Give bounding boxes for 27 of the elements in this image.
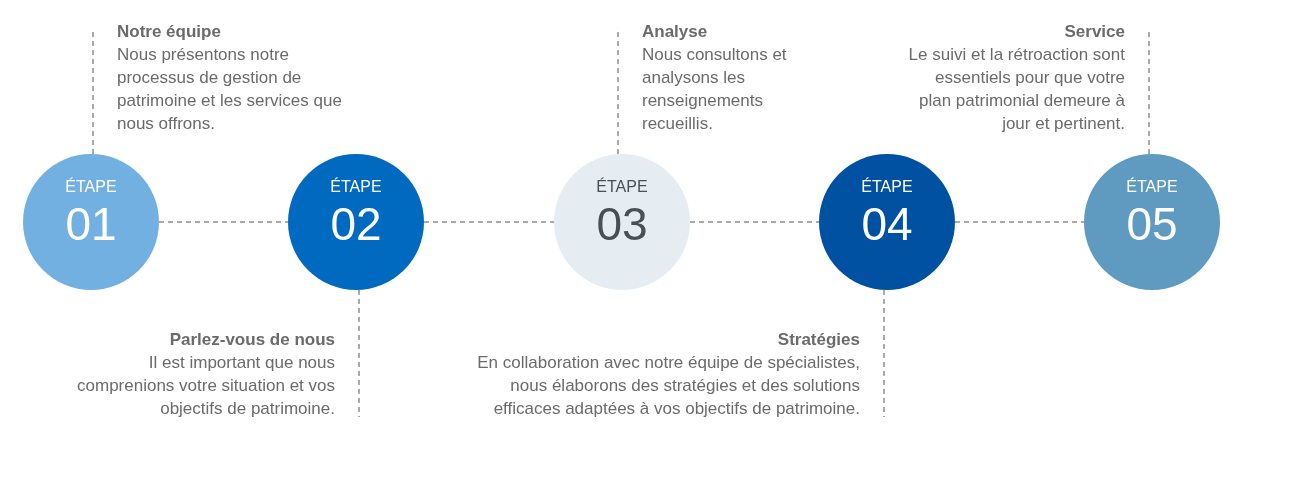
- leader-line: [1148, 29, 1150, 155]
- step-description: Nous consultons et analysons les renseignements recueillis.: [642, 44, 788, 135]
- step-number: 01: [65, 200, 117, 248]
- step-heading: Analyse: [642, 21, 708, 43]
- step-number: 04: [861, 200, 913, 248]
- step-description: En collaboration avec notre équipe de spécialistes, nous élaborons des stratégies et des solutions efficaces adaptées à vos objectifs de patrimoine.: [476, 352, 860, 420]
- step-description: Nous présentons notre processus de gestion de patrimoine et les services que nous offrons.: [117, 44, 343, 135]
- step-description: Il est important que nous comprenions votre situation et vos objectifs de patrimoine.: [76, 352, 335, 420]
- step-description: Le suivi et la rétroaction sont essentiels pour que votre plan patrimonial demeure à jour et pertinent.: [907, 44, 1125, 135]
- step-label: ÉTAPE: [65, 178, 117, 195]
- connector-line: [689, 221, 820, 223]
- leader-line: [883, 289, 885, 418]
- connector-line: [954, 221, 1085, 223]
- step-label: ÉTAPE: [596, 178, 648, 195]
- connector-line: [423, 221, 555, 223]
- step-heading: Service: [1064, 21, 1125, 43]
- step-label: ÉTAPE: [330, 178, 382, 195]
- leader-line: [358, 289, 360, 418]
- step-heading: Parlez-vous de nous: [169, 329, 335, 351]
- step-heading: Notre équipe: [117, 21, 221, 43]
- step-number: 05: [1126, 200, 1178, 248]
- step-number: 03: [596, 200, 648, 248]
- step-number: 02: [330, 200, 382, 248]
- step-label: ÉTAPE: [1126, 178, 1178, 195]
- step-heading: Stratégies: [777, 329, 860, 351]
- step-label: ÉTAPE: [861, 178, 913, 195]
- connector-line: [158, 221, 289, 223]
